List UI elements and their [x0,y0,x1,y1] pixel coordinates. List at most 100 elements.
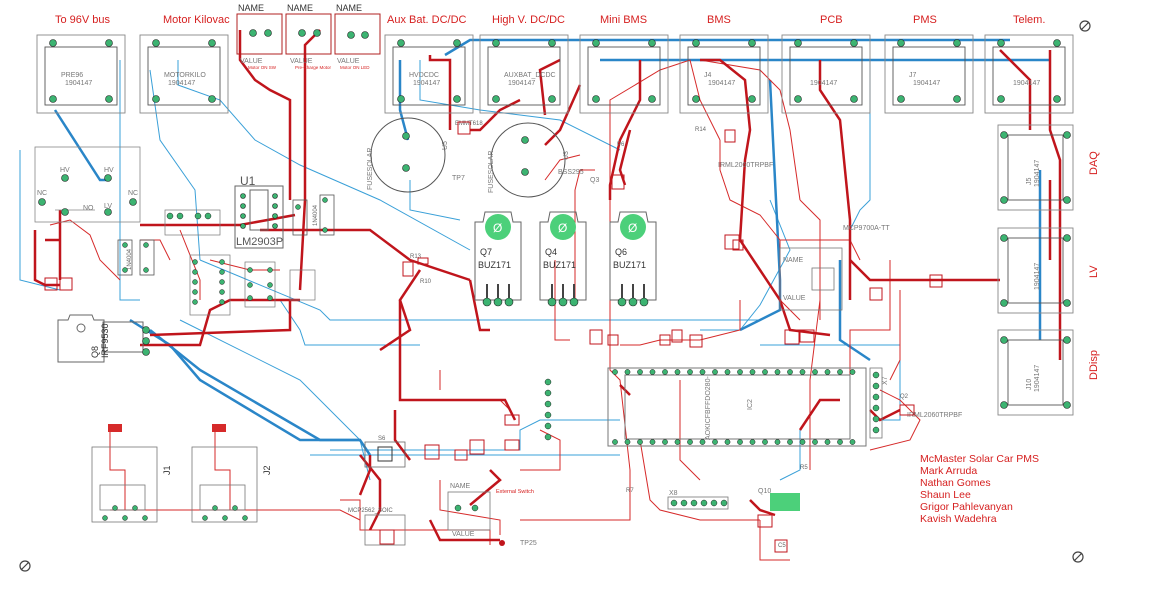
mcu-pin-bottom [837,439,843,445]
side-connector-pad [1063,196,1071,204]
connector-label: PMS [913,14,937,26]
mosfet-pin [617,297,627,307]
u1-ic-outline [234,185,284,249]
ext-switch-value: VALUE [452,531,475,538]
mosfet-part: BUZ171 [613,260,646,270]
connector-box [781,34,871,114]
mosfet-pin [628,297,638,307]
u1-label: U1 [240,174,256,188]
relay-outline [34,146,141,223]
x7-label: X7 [882,376,889,385]
connector-pad [794,95,802,103]
connector-label: To 96V bus [55,14,111,26]
connector-inner [789,46,863,106]
mcu-pin-top [812,369,818,375]
smd-part [784,329,800,345]
mosfet-pin [639,297,649,307]
mcu-pin-top [787,369,793,375]
connector-pad [548,39,556,47]
side-connector-pad [1000,131,1008,139]
connector-pad [49,39,57,47]
tp7-label: TP7 [452,175,465,182]
x8-pin [670,499,678,507]
relay-hv2-label: HV [104,167,114,174]
fuse1-label: FUSESOLAR [367,148,374,190]
smd-part [589,329,603,345]
irf9530-outline [57,314,144,363]
x8-pins [670,499,728,507]
mcu-pin-top [762,369,768,375]
mosfet-name: Q4 [545,247,557,257]
x8-pin [710,499,718,507]
relay-nc1-label: NC [37,190,47,197]
connector-pad [592,39,600,47]
smd-part [799,329,815,343]
smd-part [929,274,943,288]
connector-pad [492,95,500,103]
connector-value: 1904147 [413,80,440,87]
connector-box [679,34,769,114]
mcu-pin-top [649,369,656,375]
smd-part [659,334,671,346]
connector-box [36,34,126,114]
smd-part [504,414,520,426]
connector-pad [850,95,858,103]
mcu-pin-top [662,369,668,375]
connector-pad [492,39,500,47]
ext-switch-name: NAME [450,483,471,490]
smd-part [757,514,773,528]
mcu-pin-bottom [787,439,793,445]
mosfet-part: BUZ171 [478,260,511,270]
connector-pad [748,95,756,103]
smd-part [59,277,73,291]
fuse-pads [402,132,529,176]
side-connector-box [997,227,1074,314]
mid-box-value: VALUE [783,295,806,302]
connector-pad [897,39,905,47]
led3-caption: Motor ON LED [340,65,370,70]
side-connector-value: 1904147 [1034,263,1041,290]
connector-pad [748,39,756,47]
diode2-label: 1N4004 [127,248,133,270]
s6-label: S6 [378,436,386,442]
mcu-pin-top [824,369,831,375]
credits-block: McMaster Solar Car PMS Mark Arruda Natha… [920,453,1039,525]
left-header-pin [544,389,552,397]
led2-value: VALUE [290,58,313,65]
led2-name: NAME [287,3,313,13]
mcu-pin-bottom [774,439,781,445]
connector-pad [208,39,216,47]
mcu-pin-top [849,369,856,375]
p6-label: P6 [617,142,625,148]
mosfet-pin [493,297,503,307]
credit-line-4: Shaun Lee [920,489,971,501]
connector-value: 1904147 [708,80,735,87]
connector-value: 1904147 [810,80,837,87]
connector-label: Mini BMS [600,14,647,26]
connector-pad [1053,95,1061,103]
side-connector-pad [1063,131,1071,139]
credit-line-6: Kavish Wadehra [920,513,997,525]
smd-part [469,439,485,455]
diode1-label: 1N4004 [313,204,319,226]
side-connector-pad [1063,401,1071,409]
side-connector-pad [1000,234,1008,242]
connector-label: BMS [707,14,731,26]
connector-pad [953,95,961,103]
led-box-pads [249,29,369,39]
u3-label: U3 [563,151,570,160]
connector-pad [152,39,160,47]
x7-pin [872,371,880,379]
connector-box [984,34,1074,114]
x7-pins [872,371,880,434]
connector-pad [997,39,1005,47]
connector-box [884,34,974,114]
connector-pad [692,39,700,47]
u1-part: LM2903P [236,236,283,248]
connector-box [579,34,669,114]
connector-pad [208,95,216,103]
smd-part [869,287,883,301]
mcu-pin-bottom [724,439,731,445]
led1-name: NAME [238,3,264,13]
